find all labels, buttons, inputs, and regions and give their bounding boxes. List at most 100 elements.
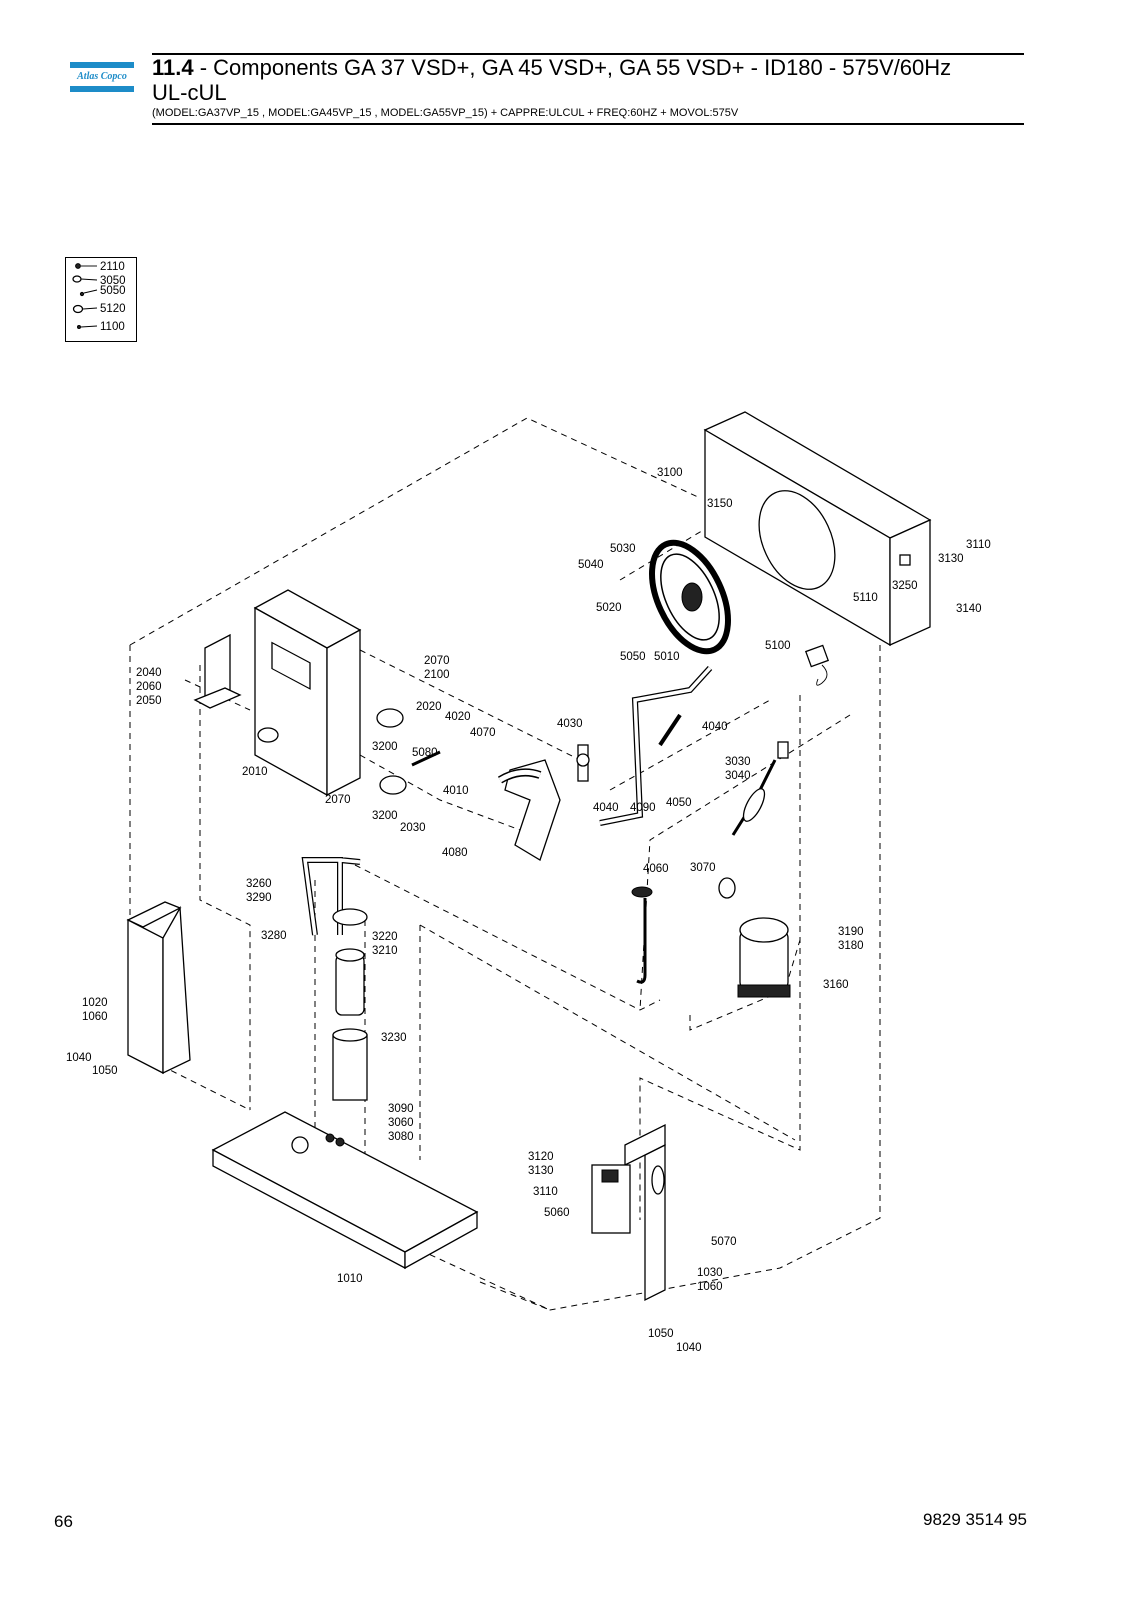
compressor-top bbox=[739, 917, 789, 943]
callout-3080: 3080 bbox=[388, 1131, 414, 1143]
box-panel bbox=[271, 641, 311, 690]
callout-3150: 3150 bbox=[707, 498, 733, 510]
legend-label: 2110 bbox=[100, 261, 125, 273]
callout-3130: 3130 bbox=[938, 553, 964, 565]
callout-3060: 3060 bbox=[388, 1117, 414, 1129]
callout-3210: 3210 bbox=[372, 945, 398, 957]
housing-label bbox=[899, 554, 911, 566]
capacitor bbox=[379, 775, 407, 795]
callout-5040: 5040 bbox=[578, 559, 604, 571]
callout-3200: 3200 bbox=[372, 741, 398, 753]
valve-head bbox=[576, 753, 590, 767]
callout-5030: 5030 bbox=[610, 543, 636, 555]
clamp-icon bbox=[72, 304, 84, 314]
leader-line bbox=[83, 289, 98, 294]
legend-item-2110: 2110 bbox=[75, 261, 125, 273]
logo-text: Atlas Copco bbox=[77, 71, 127, 82]
page-title: 11.4 - Components GA 37 VSD+, GA 45 VSD+… bbox=[152, 55, 1024, 105]
side-panel bbox=[126, 901, 191, 1075]
callout-5080: 5080 bbox=[412, 747, 438, 759]
header-top-rule bbox=[152, 53, 1024, 55]
expansion-valve bbox=[631, 886, 653, 984]
box-side bbox=[326, 628, 361, 797]
callout-5020: 5020 bbox=[596, 602, 622, 614]
guide-line bbox=[199, 665, 251, 1110]
callout-2050: 2050 bbox=[136, 695, 162, 707]
callout-3110-b: 3110 bbox=[533, 1186, 558, 1198]
base-hole bbox=[335, 1137, 345, 1147]
switch-body bbox=[804, 644, 830, 668]
callout-4090: 4090 bbox=[630, 802, 656, 814]
callout-1060-b: 1060 bbox=[697, 1281, 723, 1293]
base-side bbox=[404, 1210, 478, 1270]
capacitors bbox=[376, 708, 441, 795]
compressor-base bbox=[737, 984, 791, 998]
callout-3200-b: 3200 bbox=[372, 810, 398, 822]
callout-3070: 3070 bbox=[690, 862, 716, 874]
callout-1050: 1050 bbox=[92, 1065, 118, 1077]
callout-4030: 4030 bbox=[557, 718, 583, 730]
base-hole bbox=[291, 1136, 309, 1154]
vessel-top bbox=[335, 948, 365, 962]
valve bbox=[576, 744, 590, 782]
guide-line bbox=[359, 649, 581, 761]
guide-line bbox=[129, 417, 701, 646]
callout-2030: 2030 bbox=[400, 822, 426, 834]
guide-line bbox=[419, 645, 881, 1311]
exchanger-pipe-inner bbox=[498, 769, 541, 783]
pipe-inner bbox=[599, 666, 712, 825]
panel-flange bbox=[162, 905, 191, 1075]
control-panel bbox=[591, 1123, 666, 1302]
leader-line bbox=[82, 307, 98, 310]
callout-4020: 4020 bbox=[445, 711, 471, 723]
guide-line bbox=[354, 864, 661, 1011]
vessel-cap bbox=[332, 908, 368, 926]
drier-fitting bbox=[777, 741, 789, 759]
callout-3100: 3100 bbox=[657, 467, 683, 479]
refrigerant-compressor bbox=[737, 917, 791, 998]
callout-1020: 1020 bbox=[82, 997, 108, 1009]
fan-guard bbox=[649, 539, 731, 655]
document-number: 9829 3514 95 bbox=[923, 1510, 1027, 1529]
callout-1050-b: 1050 bbox=[648, 1328, 674, 1340]
wire-5080 bbox=[411, 750, 441, 767]
switch-cable bbox=[816, 664, 828, 686]
callout-1030: 1030 bbox=[697, 1267, 723, 1279]
box-knockout bbox=[257, 727, 279, 743]
callout-2040: 2040 bbox=[136, 667, 162, 679]
callout-1040-b: 1040 bbox=[676, 1342, 702, 1354]
heat-exchanger bbox=[497, 759, 561, 861]
callout-3250: 3250 bbox=[892, 580, 918, 592]
guide-line bbox=[419, 924, 796, 1141]
callout-5060: 5060 bbox=[544, 1207, 570, 1219]
callout-1040: 1040 bbox=[66, 1052, 92, 1064]
section-number: 11.4 bbox=[152, 55, 194, 80]
callout-3280: 3280 bbox=[261, 930, 287, 942]
condenser-housing bbox=[703, 411, 932, 647]
vessel-body bbox=[335, 954, 365, 1016]
callout-4060: 4060 bbox=[643, 863, 669, 875]
callout-5110: 5110 bbox=[853, 592, 878, 604]
callout-3110: 3110 bbox=[966, 539, 991, 551]
filter-drier bbox=[731, 741, 789, 836]
vessel-insulation bbox=[332, 1034, 368, 1101]
guide-line bbox=[639, 695, 801, 1220]
callout-1010: 1010 bbox=[337, 1273, 363, 1285]
mounting-bracket bbox=[193, 633, 242, 709]
leader-line bbox=[80, 278, 98, 281]
callout-3030: 3030 bbox=[725, 756, 751, 768]
callout-3220: 3220 bbox=[372, 931, 398, 943]
callout-5070: 5070 bbox=[711, 1236, 737, 1248]
title-text: - Components GA 37 VSD+, GA 45 VSD+, GA … bbox=[193, 55, 952, 80]
callout-2010: 2010 bbox=[242, 766, 268, 778]
legend-label: 1100 bbox=[100, 321, 125, 333]
page-number: 66 bbox=[54, 1512, 73, 1531]
refrigerant-piping bbox=[599, 665, 713, 826]
callout-3180: 3180 bbox=[838, 940, 864, 952]
small-parts-legend: 2110 3050 5050 5120 1100 bbox=[65, 257, 137, 342]
callout-3130-b: 3130 bbox=[528, 1165, 554, 1177]
legend-item-3050: 3050 bbox=[72, 275, 126, 287]
callout-4070: 4070 bbox=[470, 727, 496, 739]
valve-top bbox=[631, 886, 653, 898]
